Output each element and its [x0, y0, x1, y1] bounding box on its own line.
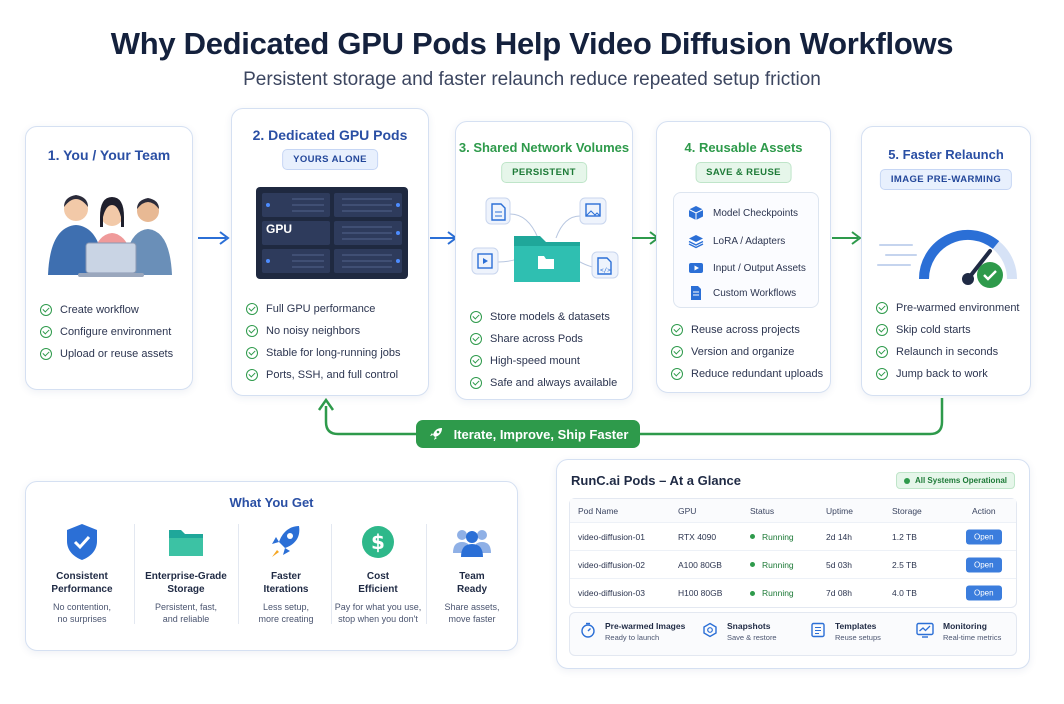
gpu-server-label: GPU	[266, 222, 293, 236]
step-checklist: Reuse across projects Version and organi…	[671, 319, 823, 385]
list-item: Configure environment	[40, 321, 173, 343]
list-item: Stable for long-running jobs	[246, 342, 401, 364]
team-illustration	[48, 195, 172, 277]
list-item: Pre-warmed environment	[876, 297, 1020, 319]
list-item: High-speed mount	[470, 350, 617, 372]
step-checklist: Create workflow Configure environment Up…	[40, 299, 173, 365]
layers-icon	[688, 235, 704, 249]
shield-check-icon	[67, 524, 97, 560]
step-card-gpu-pods: 2. Dedicated GPU Pods YOURS ALONE GPU Fu…	[231, 108, 429, 396]
pods-panel-title: RunC.ai Pods – At a Glance	[571, 473, 742, 488]
template-icon	[811, 622, 825, 638]
list-item: Skip cold starts	[876, 319, 1020, 341]
list-item: Version and organize	[671, 341, 823, 363]
step-title: 4. Reusable Assets	[684, 140, 803, 155]
rocket-icon	[272, 526, 300, 557]
team-icon	[453, 530, 491, 557]
open-pod-button[interactable]: Open	[966, 585, 1002, 601]
asset-list: Model Checkpoints LoRA / Adapters Input …	[673, 192, 819, 308]
table-header: Pod Name GPU Status Uptime Storage Actio…	[570, 499, 1016, 523]
asset-item: Input / Output Assets	[688, 260, 806, 276]
step-card-reusable-assets: 4. Reusable Assets SAVE & REUSE Model Ch…	[656, 121, 831, 393]
pods-table: Pod Name GPU Status Uptime Storage Actio…	[569, 498, 1017, 608]
list-item: Share across Pods	[470, 328, 617, 350]
page-subtitle: Persistent storage and faster relaunch r…	[243, 69, 821, 90]
table-row: video-diffusion-01 RTX 4090 Running 2d 1…	[570, 523, 1016, 551]
table-row: video-diffusion-03 H100 80GB Running 7d …	[570, 579, 1016, 607]
iterate-banner: Iterate, Improve, Ship Faster	[416, 420, 640, 448]
list-item: Ports, SSH, and full control	[246, 364, 401, 386]
step-checklist: Store models & datasets Share across Pod…	[470, 306, 617, 394]
svg-text:</>: </>	[600, 267, 611, 274]
open-pod-button[interactable]: Open	[966, 529, 1002, 544]
arrow-right-icon	[198, 231, 230, 245]
step-card-network-volumes: 3. Shared Network Volumes PERSISTENT </>…	[455, 121, 633, 400]
speedometer-icon	[877, 229, 1017, 288]
list-item: Reduce redundant uploads	[671, 363, 823, 385]
asset-item: LoRA / Adapters	[688, 233, 785, 249]
step-title: 2. Dedicated GPU Pods	[252, 127, 408, 143]
list-item: Full GPU performance	[246, 298, 401, 320]
gpu-server-icon	[256, 187, 408, 279]
folder-icon	[169, 530, 203, 556]
svg-text:$: $	[371, 530, 385, 554]
step-badge: YOURS ALONE	[282, 149, 378, 170]
step-checklist: Pre-warmed environment Skip cold starts …	[876, 297, 1020, 385]
step-badge: SAVE & REUSE	[695, 162, 792, 183]
list-item: Safe and always available	[470, 372, 617, 394]
step-card-team: 1. You / Your Team Create workflow Confi…	[25, 126, 193, 390]
cube-icon	[688, 206, 704, 220]
dollar-coin-icon: $	[362, 526, 394, 558]
pods-panel: RunC.ai Pods – At a Glance All Systems O…	[556, 459, 1030, 669]
step-badge: PERSISTENT	[501, 162, 587, 183]
asset-item: Custom Workflows	[688, 285, 796, 301]
step-card-faster-relaunch: 5. Faster Relaunch IMAGE PRE-WARMING Pre…	[861, 126, 1031, 396]
document-icon	[691, 286, 701, 300]
page-title: Why Dedicated GPU Pods Help Video Diffus…	[110, 26, 954, 61]
step-badge: IMAGE PRE-WARMING	[879, 169, 1013, 190]
arrow-right-icon	[832, 231, 862, 245]
list-item: Upload or reuse assets	[40, 343, 173, 365]
list-item: Jump back to work	[876, 363, 1020, 385]
monitor-chart-icon	[916, 622, 934, 638]
list-item: Create workflow	[40, 299, 173, 321]
list-item: Relaunch in seconds	[876, 341, 1020, 363]
step-title: 1. You / Your Team	[47, 147, 171, 163]
step-checklist: Full GPU performance No noisy neighbors …	[246, 298, 401, 386]
list-item: No noisy neighbors	[246, 320, 401, 342]
step-title: 5. Faster Relaunch	[888, 147, 1004, 162]
stopwatch-icon	[581, 622, 595, 638]
iterate-label: Iterate, Improve, Ship Faster	[453, 426, 629, 442]
step-title: 3. Shared Network Volumes	[458, 140, 630, 155]
shared-folder-icon: </>	[471, 197, 619, 282]
snapshot-icon	[703, 622, 717, 638]
table-row: video-diffusion-02 A100 80GB Running 5d …	[570, 551, 1016, 579]
open-pod-button[interactable]: Open	[966, 557, 1002, 572]
list-item: Store models & datasets	[470, 306, 617, 328]
what-you-get-title: What You Get	[229, 495, 314, 510]
list-item: Reuse across projects	[671, 319, 823, 341]
rocket-icon	[429, 428, 442, 440]
status-badge: All Systems Operational	[895, 472, 1015, 489]
asset-item: Model Checkpoints	[688, 205, 798, 221]
video-icon	[689, 263, 703, 273]
